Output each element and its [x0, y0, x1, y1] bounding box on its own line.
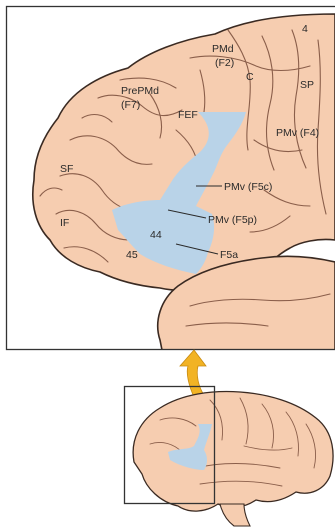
- label-if: IF: [60, 217, 69, 229]
- label-pmv-f5c: PMv (F5c): [224, 181, 272, 193]
- brain-thumbnail: [125, 387, 334, 527]
- label-sf: SF: [60, 163, 73, 175]
- label-c: C: [246, 71, 254, 83]
- zoom-arrow: [180, 350, 206, 397]
- label-44: 44: [150, 229, 162, 241]
- label-4: 4: [302, 23, 308, 35]
- label-prepmd: PrePMd: [121, 85, 159, 97]
- label-pmv-f5p: PMv (F5p): [208, 214, 257, 226]
- label-fef: FEF: [178, 109, 198, 121]
- label-sp: SP: [300, 79, 314, 91]
- thumbnail-brain: [133, 392, 333, 512]
- thumbnail-brainstem: [220, 504, 250, 526]
- label-f7: (F7): [121, 99, 140, 111]
- label-pmv-f4: PMv (F4): [276, 127, 319, 139]
- label-f5a: F5a: [220, 249, 238, 261]
- zoom-panel: PMd (F2) 4 PrePMd (F7) C SP FEF PMv (F4)…: [7, 7, 335, 351]
- label-f2: (F2): [215, 57, 234, 69]
- label-45: 45: [126, 249, 138, 261]
- label-pmd: PMd: [212, 43, 234, 55]
